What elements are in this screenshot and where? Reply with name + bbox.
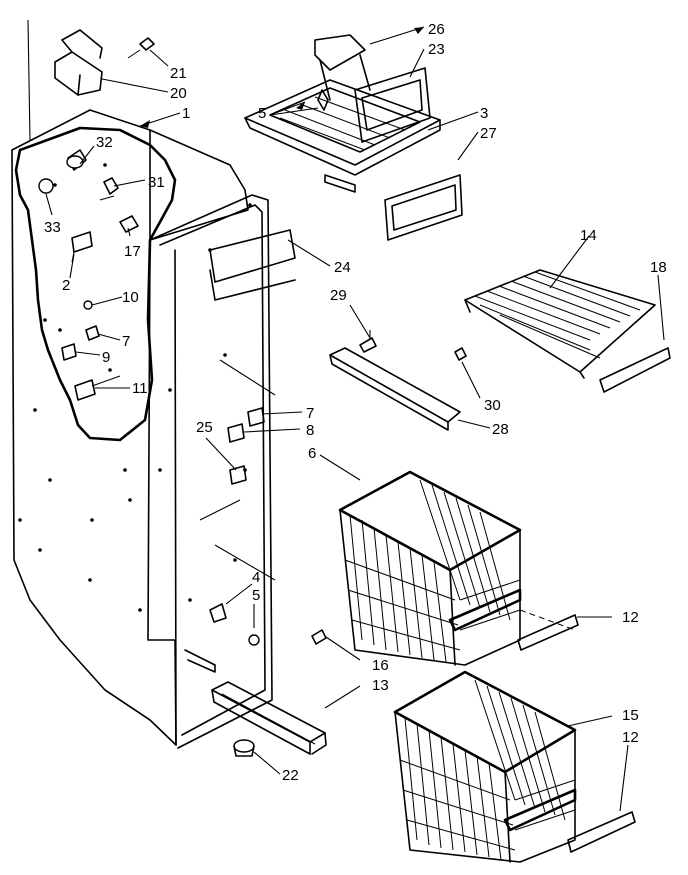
label-6: 6	[308, 445, 316, 462]
label-5a: 5	[258, 105, 266, 122]
label-17: 17	[124, 243, 141, 260]
label-21: 21	[170, 65, 187, 82]
label-11: 11	[132, 380, 148, 397]
label-27: 27	[480, 125, 497, 142]
label-20: 20	[170, 85, 187, 102]
label-25: 25	[196, 419, 213, 436]
liner-hardware	[38, 149, 139, 401]
label-5b: 5	[252, 587, 260, 604]
label-28: 28	[492, 421, 509, 438]
label-7b: 7	[306, 405, 314, 422]
label-24: 24	[334, 259, 351, 276]
label-10: 10	[122, 289, 139, 306]
label-18: 18	[650, 259, 667, 276]
freezer-liner	[11, 19, 273, 749]
label-7a: 7	[122, 333, 130, 350]
shelf-supports	[199, 359, 276, 646]
label-13: 13	[372, 677, 389, 694]
label-4: 4	[252, 569, 260, 586]
light-shield	[209, 229, 296, 301]
label-9: 9	[102, 349, 110, 366]
label-3: 3	[480, 105, 488, 122]
label-1: 1	[182, 105, 190, 122]
label-29: 29	[330, 287, 347, 304]
bottom-parts	[211, 629, 327, 757]
label-14: 14	[580, 227, 597, 244]
label-32: 32	[96, 134, 113, 151]
leader-lines	[45, 26, 665, 812]
label-22: 22	[282, 767, 299, 784]
top-bracket	[54, 29, 155, 96]
label-26: 26	[428, 21, 445, 38]
label-30: 30	[484, 397, 501, 414]
label-8: 8	[306, 422, 314, 439]
label-23: 23	[428, 41, 445, 58]
basket-rail	[329, 330, 467, 431]
label-12a: 12	[622, 609, 639, 626]
lower-basket	[393, 670, 636, 863]
label-16: 16	[372, 657, 389, 674]
label-15: 15	[622, 707, 639, 724]
label-12b: 12	[622, 729, 639, 746]
label-31: 31	[148, 174, 165, 191]
wire-shelf	[464, 269, 671, 393]
top-shelf-assembly	[244, 34, 463, 241]
part-number-labels: 1 2 3 4 5 5 6 7 7 8 9 10 11 12 12 13 14 …	[44, 21, 667, 784]
upper-basket	[338, 470, 579, 666]
label-33: 33	[44, 219, 61, 236]
label-2: 2	[62, 277, 70, 294]
